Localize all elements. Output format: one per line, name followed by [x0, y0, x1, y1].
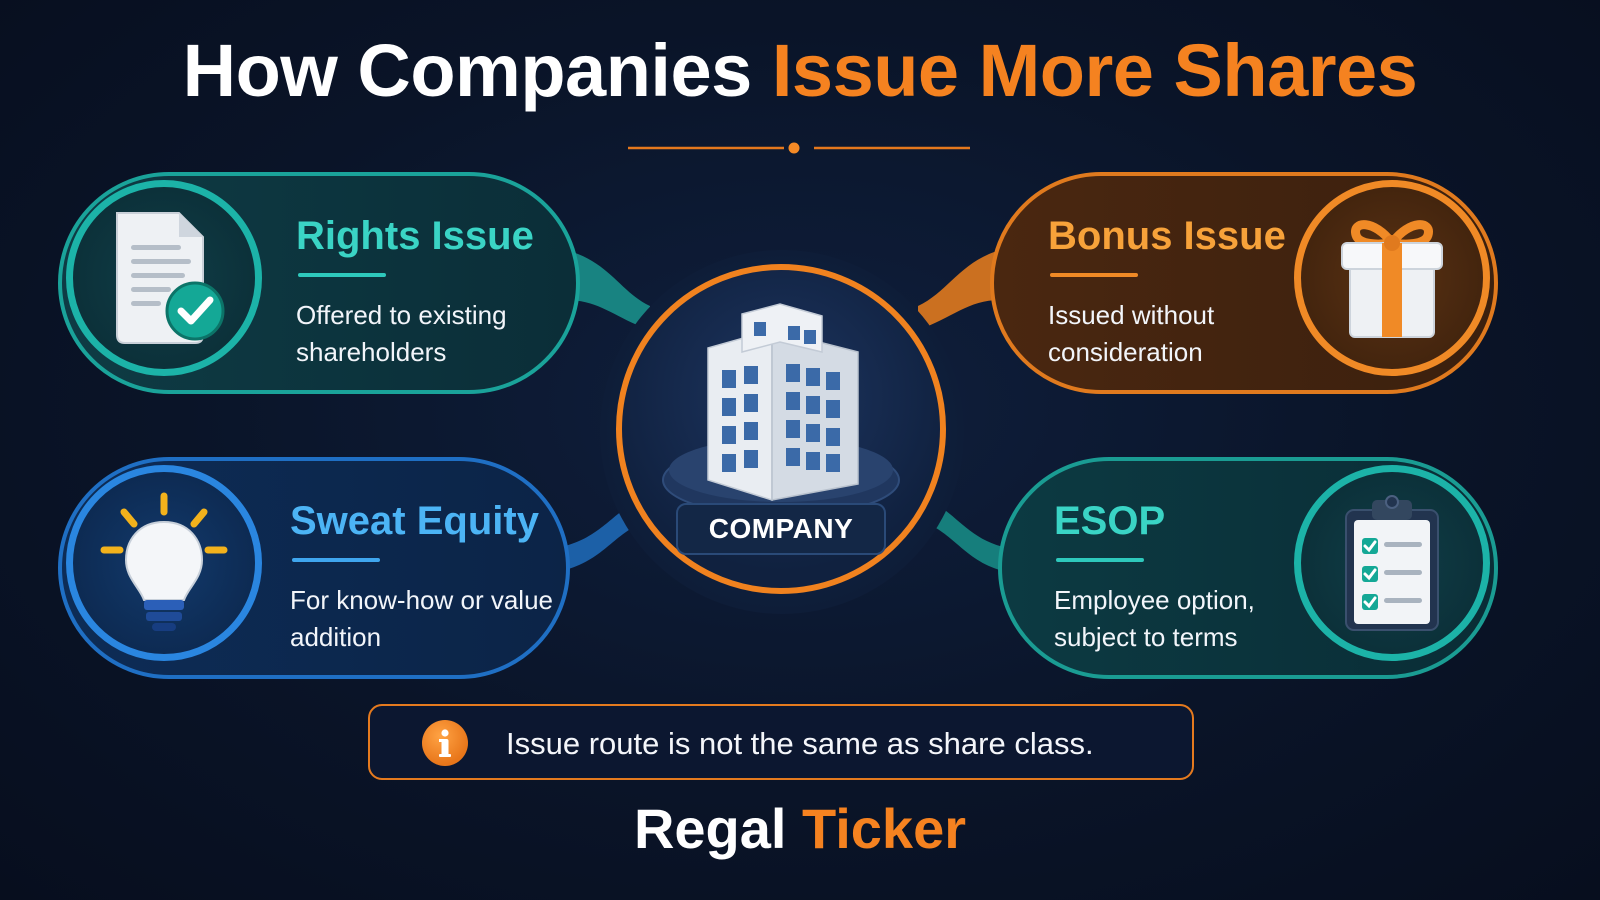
rights-title: Rights Issue: [296, 214, 534, 258]
page-title: How Companies Issue More Shares: [0, 28, 1600, 113]
rights-icon-circle: [66, 180, 262, 376]
connector-bonus: [918, 250, 1000, 330]
gift-box-icon: [1341, 220, 1443, 338]
brand-logo: Regal Ticker: [0, 796, 1600, 861]
brand-part-1: Regal: [633, 797, 787, 860]
esop-icon-circle: [1294, 465, 1490, 661]
bonus-icon-circle: [1294, 180, 1490, 376]
bonus-underline: [1050, 273, 1138, 277]
card-esop: ESOP Employee option, subject to terms: [998, 457, 1498, 679]
card-bonus-issue: Bonus Issue Issued without consideration: [990, 172, 1498, 394]
connector-sweat: [556, 500, 640, 572]
connector-esop: [928, 500, 1008, 572]
clipboard-checklist-icon: [1345, 495, 1439, 631]
rights-underline: [298, 273, 386, 277]
esop-description: Employee option, subject to terms: [1054, 585, 1255, 652]
brand-part-2: Ticker: [802, 797, 967, 860]
office-building-icon: [662, 303, 900, 517]
title-part-1: How Companies: [182, 29, 753, 112]
bonus-title: Bonus Issue: [1048, 214, 1286, 258]
document-check-icon: [116, 212, 225, 344]
sweat-underline: [292, 558, 380, 562]
bonus-description: Issued without consideration: [1048, 300, 1215, 367]
info-icon: [422, 720, 468, 766]
company-label: COMPANY: [676, 503, 886, 555]
esop-title: ESOP: [1054, 499, 1166, 543]
sweat-description: For know-how or value addition: [290, 585, 553, 652]
card-sweat-equity: Sweat Equity For know-how or value addit…: [58, 457, 570, 679]
note-text: Issue route is not the same as share cla…: [506, 726, 1094, 761]
connector-rights: [566, 250, 650, 330]
title-divider: [628, 142, 970, 154]
lightbulb-icon: [100, 492, 228, 631]
card-rights-issue: Rights Issue Offered to existing shareho…: [58, 172, 580, 394]
title-part-2: Issue More Shares: [771, 29, 1418, 112]
rights-description: Offered to existing shareholders: [296, 300, 507, 367]
esop-underline: [1056, 558, 1144, 562]
sweat-icon-circle: [66, 465, 262, 661]
note-banner: Issue route is not the same as share cla…: [368, 704, 1194, 780]
sweat-title: Sweat Equity: [290, 499, 539, 543]
